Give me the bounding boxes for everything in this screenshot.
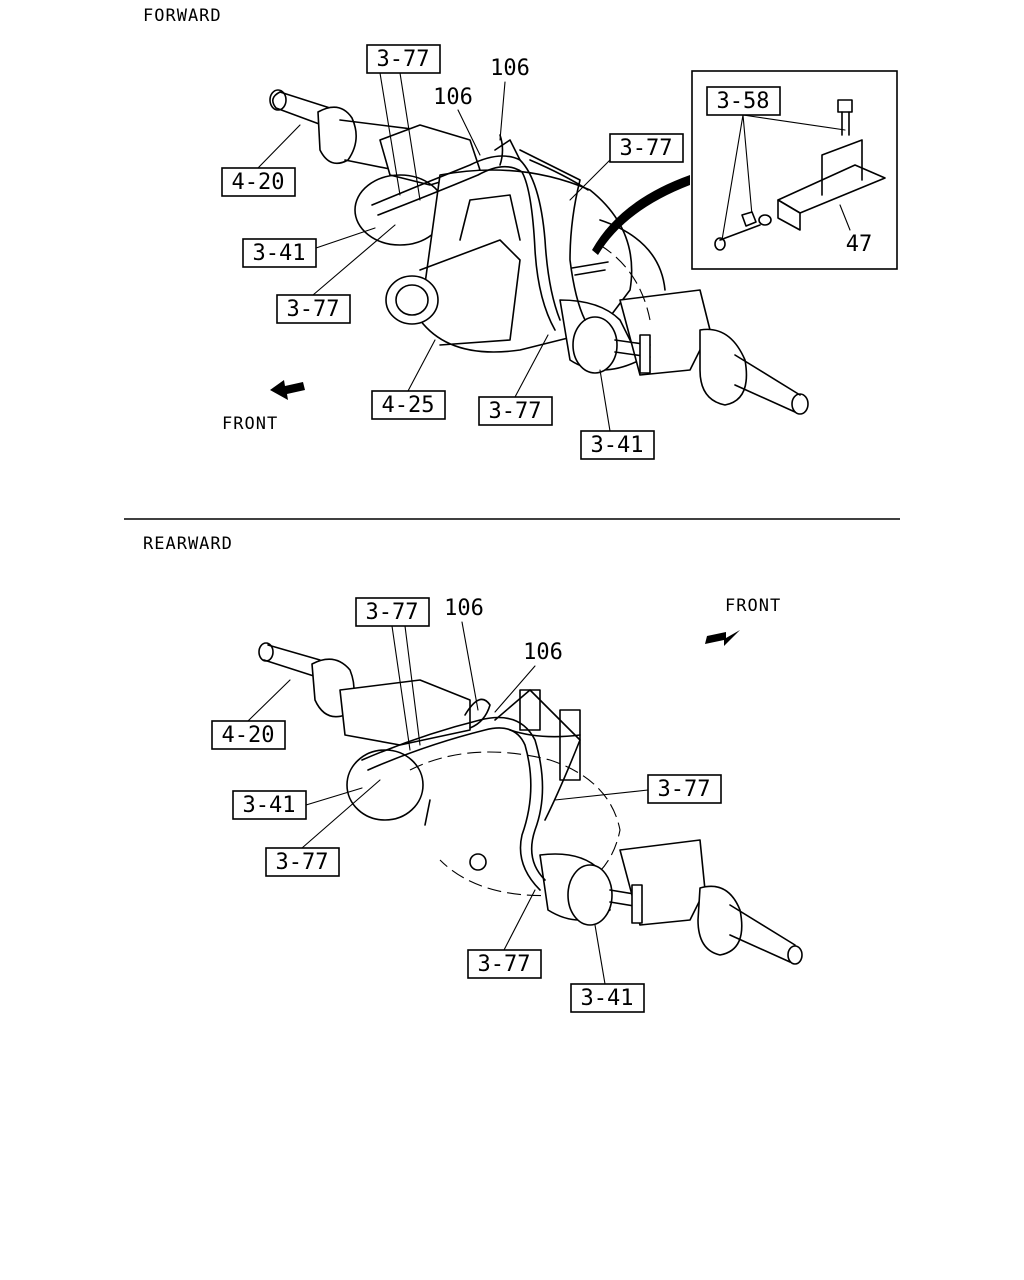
forward-detail-box: 3-58 47 xyxy=(691,70,898,270)
rearward-title: REARWARD xyxy=(143,534,233,554)
arrow-icon xyxy=(705,630,740,646)
forward-callout-2: 106 xyxy=(490,56,530,81)
rearward-callout-1: 3-77 xyxy=(366,600,419,625)
rearward-callouts: 3-77 106 106 4-20 3-41 3-77 3-77 3-77 3-… xyxy=(211,596,722,1013)
forward-front-label: FRONT xyxy=(222,414,278,434)
forward-callouts: 3-77 106 106 3-77 4-20 3-41 3-77 4-25 3-… xyxy=(221,44,684,460)
forward-callout-9: 3-77 xyxy=(489,399,542,424)
forward-callout-6: 3-41 xyxy=(253,241,306,266)
rearward-callout-3: 106 xyxy=(523,640,563,665)
forward-axle-drawing xyxy=(269,89,809,415)
forward-callout-7: 3-77 xyxy=(287,297,340,322)
rearward-callout-5: 3-41 xyxy=(243,793,296,818)
rearward-front-indicator: FRONT xyxy=(705,596,781,646)
forward-callout-10: 3-41 xyxy=(591,433,644,458)
rearward-callout-7: 3-77 xyxy=(658,777,711,802)
rearward-callout-2: 106 xyxy=(444,596,484,621)
forward-section: FORWARD xyxy=(143,6,898,460)
detail-box-label: 3-58 xyxy=(717,89,770,114)
forward-callout-5: 4-20 xyxy=(232,170,285,195)
nut-icon xyxy=(741,211,772,227)
forward-title: FORWARD xyxy=(143,6,222,26)
rearward-callout-4: 4-20 xyxy=(222,723,275,748)
detail-plain-label: 47 xyxy=(846,232,873,257)
rearward-callout-6: 3-77 xyxy=(276,850,329,875)
rearward-front-label: FRONT xyxy=(725,596,781,616)
forward-callout-1: 3-77 xyxy=(377,47,430,72)
rearward-callout-9: 3-41 xyxy=(581,986,634,1011)
forward-callout-3: 106 xyxy=(433,85,473,110)
forward-callout-4: 3-77 xyxy=(620,136,673,161)
rearward-section: REARWARD xyxy=(143,534,803,1013)
rearward-callout-8: 3-77 xyxy=(478,952,531,977)
rearward-axle-drawing xyxy=(258,642,803,965)
arrow-icon xyxy=(270,380,305,400)
forward-callout-8: 4-25 xyxy=(382,393,435,418)
forward-front-indicator: FRONT xyxy=(222,380,305,434)
bolt-icon xyxy=(837,99,853,136)
